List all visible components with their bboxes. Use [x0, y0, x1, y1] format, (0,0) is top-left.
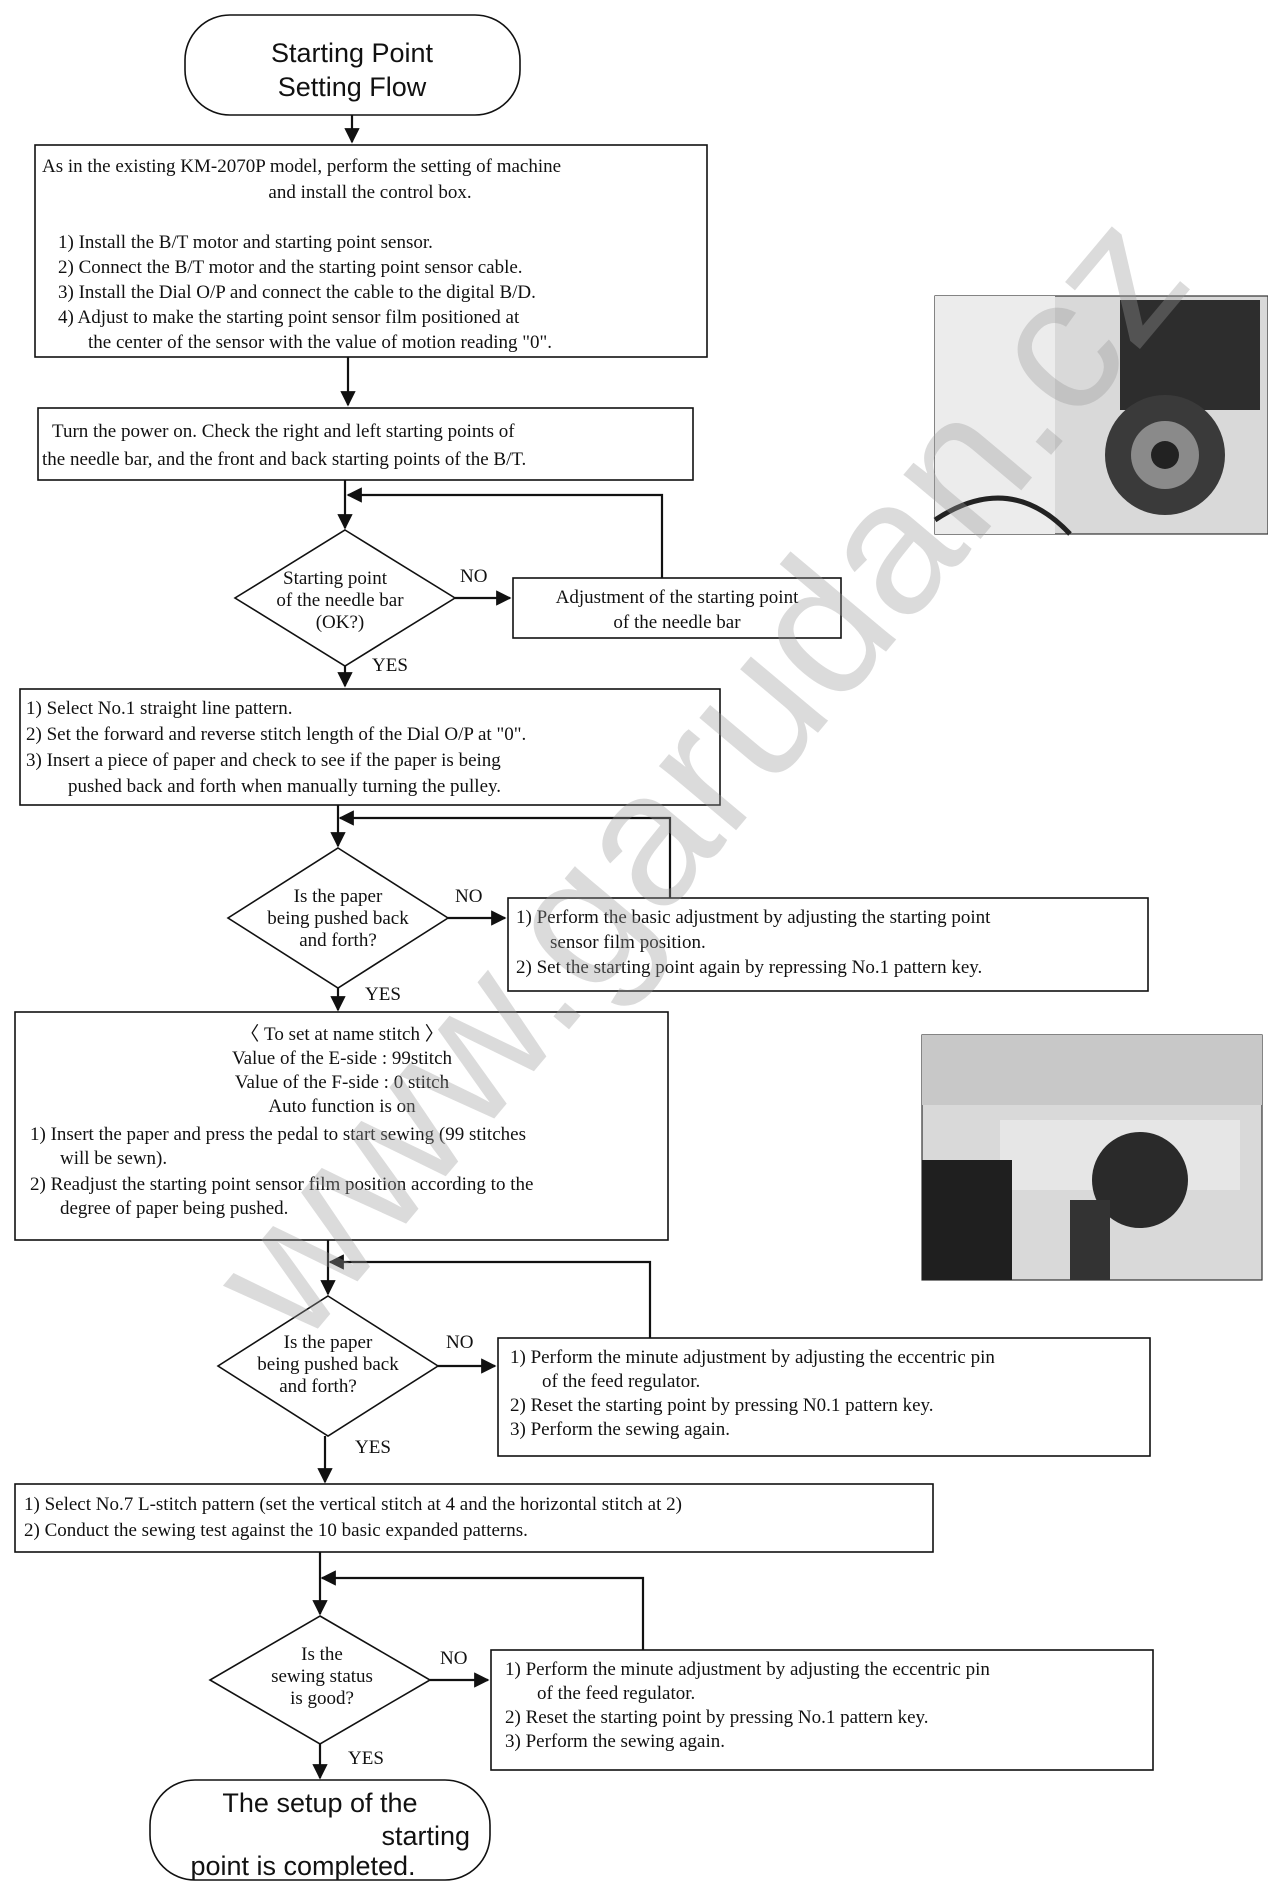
connector-adjust4-loop — [320, 1570, 645, 1650]
machine-photo-top — [933, 295, 1268, 536]
step4-item-2-cont: degree of paper being pushed. — [60, 1198, 288, 1219]
decision4-line1: Is the — [301, 1644, 343, 1665]
end-line1: The setup of the — [222, 1788, 417, 1818]
decision1-no-label: NO — [460, 566, 487, 587]
step5-item-1: 1) Select No.7 L-stitch pattern (set the… — [24, 1494, 682, 1515]
step4-item-1-cont: will be sewn). — [60, 1148, 167, 1169]
adjust3-item-3: 3) Perform the sewing again. — [510, 1419, 730, 1440]
end-line3: point is completed. — [190, 1851, 415, 1881]
end-terminator: The setup of the starting point is compl… — [149, 1779, 491, 1881]
step4-header: 〈 To set at name stitch 〉 — [240, 1023, 443, 1045]
adjust1-line1: Adjustment of the starting point — [556, 587, 799, 608]
step2-line2: the needle bar, and the front and back s… — [42, 449, 526, 470]
adjust1-line2: of the needle bar — [613, 612, 741, 633]
connector-adjust3-loop — [328, 1254, 652, 1338]
adjust2-item-1-cont: sensor film position. — [550, 932, 706, 953]
step3-paper-check-box: 1) Select No.1 straight line pattern. 2)… — [19, 688, 721, 806]
adjust3-item-1-cont: of the feed regulator. — [542, 1371, 700, 1392]
adjust3-box: 1) Perform the minute adjustment by adju… — [497, 1337, 1151, 1457]
end-line2: starting — [381, 1821, 470, 1851]
decision4-yes-label: YES — [348, 1748, 384, 1769]
decision1-line2: of the needle bar — [276, 590, 404, 611]
step1-item-3: 3) Install the Dial O/P and connect the … — [58, 282, 536, 303]
step1-item-4-cont: the center of the sensor with the value … — [88, 332, 552, 353]
step1-setup-box: As in the existing KM-2070P model, perfo… — [34, 144, 708, 358]
decision4-sewing-status: Is the sewing status is good? — [208, 1615, 432, 1745]
machine-photo-bottom — [921, 1034, 1263, 1281]
decision3-paper-pushed: Is the paper being pushed back and forth… — [216, 1295, 440, 1437]
step1-item-4: 4) Adjust to make the starting point sen… — [58, 307, 520, 328]
step1-intro-line1: As in the existing KM-2070P model, perfo… — [42, 156, 561, 177]
step4-item-1: 1) Insert the paper and press the pedal … — [30, 1124, 526, 1145]
step2-power-check-box: Turn the power on. Check the right and l… — [37, 407, 694, 481]
decision2-yes-label: YES — [365, 984, 401, 1005]
decision4-line3: is good? — [290, 1688, 354, 1709]
connector-adjust2-loop — [338, 810, 672, 898]
step5-sewing-test-box: 1) Select No.7 L-stitch pattern (set the… — [14, 1483, 934, 1553]
step4-auto: Auto function is on — [268, 1096, 416, 1117]
decision4-no-label: NO — [440, 1648, 467, 1669]
adjust2-item-2: 2) Set the starting point again by repre… — [516, 957, 982, 978]
decision1-line3: (OK?) — [316, 612, 365, 633]
connector-adjust1-loop — [346, 487, 664, 578]
decision3-yes-label: YES — [355, 1437, 391, 1458]
adjust4-item-3: 3) Perform the sewing again. — [505, 1731, 725, 1752]
adjust3-item-1: 1) Perform the minute adjustment by adju… — [510, 1347, 995, 1368]
step4-item-2: 2) Readjust the starting point sensor fi… — [30, 1174, 533, 1195]
adjust4-box: 1) Perform the minute adjustment by adju… — [490, 1649, 1154, 1771]
adjust4-item-1: 1) Perform the minute adjustment by adju… — [505, 1659, 990, 1680]
step5-item-2: 2) Conduct the sewing test against the 1… — [24, 1520, 528, 1541]
decision1-line1: Starting point — [283, 568, 388, 589]
step1-item-1: 1) Install the B/T motor and starting po… — [58, 232, 433, 253]
decision2-line1: Is the paper — [294, 886, 383, 907]
step4-fside: Value of the F-side : 0 stitch — [235, 1072, 450, 1093]
decision3-no-label: NO — [446, 1332, 473, 1353]
step3-item-3-cont: pushed back and forth when manually turn… — [68, 776, 501, 797]
step1-item-2: 2) Connect the B/T motor and the startin… — [58, 257, 523, 278]
adjust2-item-1: 1) Perform the basic adjustment by adjus… — [516, 907, 991, 928]
decision1-needle-bar: Starting point of the needle bar (OK?) — [233, 529, 457, 667]
step4-eside: Value of the E-side : 99stitch — [232, 1048, 453, 1069]
start-line2: Setting Flow — [278, 72, 427, 102]
step3-item-2: 2) Set the forward and reverse stitch le… — [26, 724, 526, 745]
decision3-line1: Is the paper — [284, 1332, 373, 1353]
adjust1-box: Adjustment of the starting point of the … — [512, 577, 842, 639]
start-terminator: Starting Point Setting Flow — [184, 14, 521, 116]
adjust4-item-2: 2) Reset the starting point by pressing … — [505, 1707, 929, 1728]
decision2-no-label: NO — [455, 886, 482, 907]
step1-intro-line2: and install the control box. — [268, 182, 471, 203]
adjust4-item-1-cont: of the feed regulator. — [537, 1683, 695, 1704]
decision4-line2: sewing status — [271, 1666, 373, 1687]
decision2-line3: and forth? — [299, 930, 377, 951]
step3-item-1: 1) Select No.1 straight line pattern. — [26, 698, 292, 719]
step3-item-3: 3) Insert a piece of paper and check to … — [26, 750, 501, 771]
adjust2-box: 1) Perform the basic adjustment by adjus… — [507, 897, 1149, 992]
decision3-line3: and forth? — [279, 1376, 357, 1397]
start-line1: Starting Point — [271, 38, 434, 68]
adjust3-item-2: 2) Reset the starting point by pressing … — [510, 1395, 934, 1416]
step4-name-stitch-box: 〈 To set at name stitch 〉 Value of the E… — [14, 1011, 669, 1241]
decision1-yes-label: YES — [372, 655, 408, 676]
decision3-line2: being pushed back — [257, 1354, 399, 1375]
step2-line1: Turn the power on. Check the right and l… — [52, 421, 515, 442]
decision2-line2: being pushed back — [267, 908, 409, 929]
decision2-paper-pushed: Is the paper being pushed back and forth… — [226, 847, 450, 989]
